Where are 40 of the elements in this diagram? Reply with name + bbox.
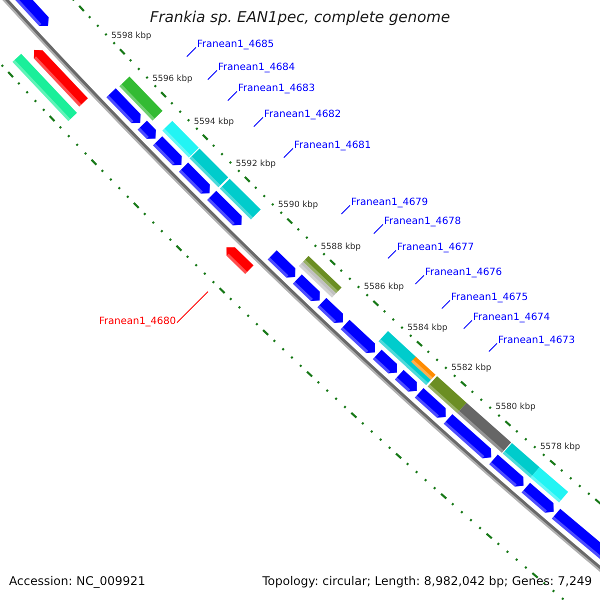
leader-line — [441, 300, 450, 310]
gene-label: Franean1_4676 — [425, 267, 502, 279]
tick-label: 5596 kbp — [152, 74, 192, 84]
leader-line — [340, 204, 350, 214]
leader-line — [488, 342, 498, 352]
gene-label: Franean1_4684 — [218, 62, 296, 74]
tick-label: 5590 kbp — [278, 200, 318, 210]
gene-label: Franean1_4682 — [264, 109, 342, 121]
leader-line — [176, 291, 208, 324]
gene-label: Franean1_4673 — [498, 335, 576, 347]
footer-text: Topology: circular; Length: 8,982,042 bp; Genes: 7,249 — [262, 574, 592, 588]
tick-label: 5578 kbp — [540, 442, 580, 452]
tick-label: 5580 kbp — [495, 402, 536, 412]
leader-line — [207, 70, 218, 80]
tick-label: 5586 kbp — [364, 282, 404, 292]
gene-label: Franean1_4683 — [238, 83, 316, 95]
gene-label: Franean1_4674 — [473, 312, 550, 324]
leader-line — [414, 274, 424, 285]
leader-line — [283, 148, 294, 158]
footer-text: Accession: NC_009921 — [9, 574, 146, 588]
gene-label: Franean1_4685 — [197, 39, 274, 51]
tick-label: 5594 kbp — [194, 116, 234, 127]
leader-line — [373, 224, 384, 234]
leader-line — [463, 320, 472, 330]
tick-label: 5588 kbp — [320, 242, 361, 252]
gene-label: Franean1_4677 — [397, 242, 474, 254]
gene-label: Franean1_4678 — [384, 216, 462, 228]
tick-label: 5584 kbp — [407, 322, 448, 333]
tick-label: 5582 kbp — [451, 362, 492, 373]
leader-line — [387, 250, 396, 259]
leader-line — [186, 46, 196, 58]
tick-label: 5592 kbp — [236, 158, 276, 169]
tick-label: 5598 kbp — [111, 31, 152, 42]
map-title: Frankia sp. EAN1pec, complete genome — [148, 8, 452, 26]
gene-label: Franean1_4675 — [451, 292, 528, 304]
gene-label: Franean1_4680 — [98, 316, 176, 328]
leader-line — [227, 90, 238, 102]
leader-line — [253, 116, 264, 128]
gene-label: Franean1_4679 — [351, 197, 428, 209]
gene-label: Franean1_4681 — [294, 140, 372, 152]
